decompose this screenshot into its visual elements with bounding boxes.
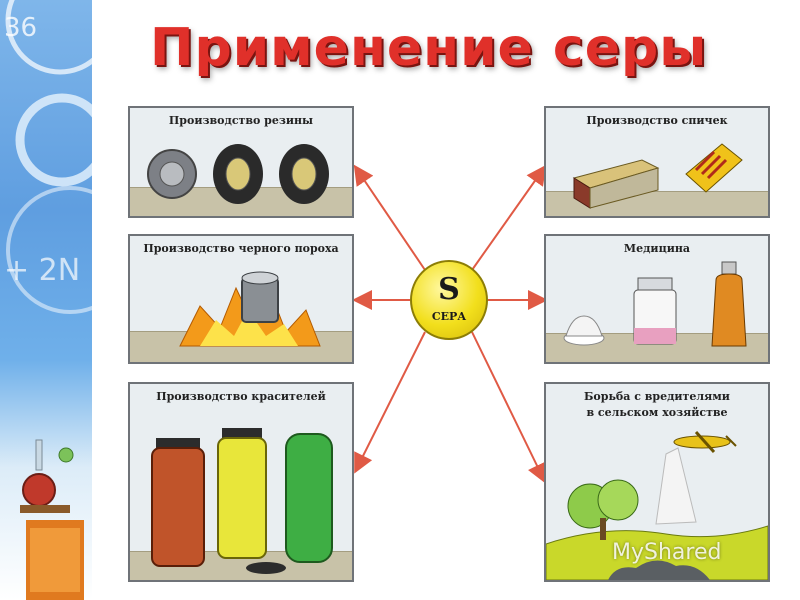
medicine-bottles-icon xyxy=(563,261,747,347)
tires-icon xyxy=(147,144,329,204)
panel-rubber-production: Производство резины xyxy=(128,106,354,218)
arrow-to-matches xyxy=(471,164,547,271)
airplane-icon xyxy=(673,430,737,454)
sulfur-name: СЕРА xyxy=(431,310,467,323)
panel-dyes-production: Производство красителей xyxy=(128,382,354,582)
panel-label-medicine: Медицина xyxy=(623,242,691,255)
background-formula-middle: + 2N xyxy=(4,253,80,288)
panel-label-dyes: Производство красителей xyxy=(156,390,326,403)
panel-label-gunpowder: Производство черного пороха xyxy=(143,242,339,255)
arrow-to-pest-control xyxy=(471,331,546,484)
panel-label-pest-control-line2: в сельском хозяйстве xyxy=(586,406,728,419)
panel-matches-production: Производство спичек xyxy=(544,106,770,218)
panel-label-matches: Производство спичек xyxy=(586,114,728,127)
paint-jars-icon xyxy=(151,428,333,574)
arrow-to-dyes xyxy=(354,331,426,474)
lab-flask-icon xyxy=(20,439,84,600)
crop-dusting-scene-icon xyxy=(546,430,768,580)
panel-label-pest-control-line1: Борьба с вредителями xyxy=(584,390,730,403)
panel-label-rubber: Производство резины xyxy=(168,114,314,127)
background-formula-top: 36 xyxy=(4,13,37,43)
explosion-icon xyxy=(179,271,321,347)
page-title: Применение серы xyxy=(150,18,708,78)
panel-pest-control: Борьба с вредителями в сельском хозяйств… xyxy=(544,382,770,582)
decorative-side-strip: 36 + 2N xyxy=(0,0,92,600)
sulfur-symbol: S xyxy=(438,272,460,307)
sulfur-center-node: S СЕРА xyxy=(410,260,488,340)
chemistry-decoration: 36 + 2N xyxy=(4,0,92,600)
panel-medicine: Медицина xyxy=(544,234,770,364)
matchbox-icon xyxy=(572,143,743,209)
arrow-to-rubber xyxy=(353,164,426,271)
panel-gunpowder-production: Производство черного пороха xyxy=(128,234,354,364)
watermark: MyShared xyxy=(612,540,722,565)
